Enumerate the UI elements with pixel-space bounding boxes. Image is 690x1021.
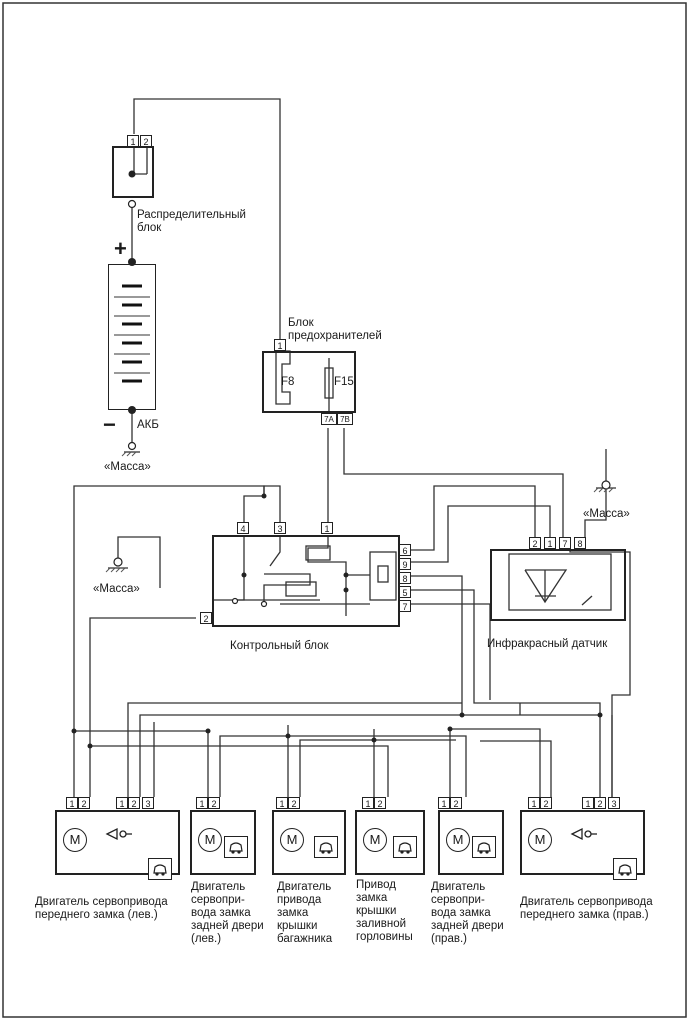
fuse-f15-label: F15 (334, 376, 354, 388)
motor-front-left-pin-4: 2 (128, 797, 140, 809)
key-switch-icon (103, 826, 133, 842)
control-pin-4: 4 (237, 522, 249, 534)
ir-pin-7: 7 (559, 537, 571, 549)
motor-front-left-pin-2: 2 (78, 797, 90, 809)
motor-fuel-cap-pin-2: 2 (374, 797, 386, 809)
car-pictogram-icon (613, 858, 637, 880)
motor-rear-left-pin-2: 2 (208, 797, 220, 809)
fuse-pin-7a: 7A (321, 413, 337, 425)
motor-label-trunk: Двигатель привода замка крышки багажника (277, 881, 333, 945)
fuse-block-label: Блок предохранителей (288, 317, 382, 342)
car-pictogram-icon (148, 858, 172, 880)
motor-rear-right (438, 810, 504, 875)
motor-trunk-pin-2: 2 (288, 797, 300, 809)
motor-rear-right-pin-2: 2 (450, 797, 462, 809)
car-pictogram-icon (472, 836, 496, 858)
ir-pin-1: 1 (544, 537, 556, 549)
motor-symbol: M (363, 828, 387, 852)
motor-front-left-pin-1: 1 (66, 797, 78, 809)
motor-trunk-pin-1: 1 (276, 797, 288, 809)
car-pictogram-icon (224, 836, 248, 858)
distribution-pin-1: 1 (127, 135, 139, 147)
fuse-f8-label: F8 (281, 376, 295, 388)
motor-front-right-pin-2: 2 (540, 797, 552, 809)
motor-trunk (272, 810, 346, 875)
battery-ground-label: «Масса» (104, 461, 151, 473)
control-unit-label: Контрольный блок (230, 640, 329, 652)
fuse-pin-7b: 7B (337, 413, 353, 425)
control-pin-2: 2 (200, 612, 212, 624)
control-unit (212, 535, 400, 627)
ir-pin-8: 8 (574, 537, 586, 549)
motor-label-fuel-cap: Привод замка крышки заливной горловины (356, 879, 413, 943)
motor-symbol: M (446, 828, 470, 852)
battery-minus-sign: − (103, 412, 116, 437)
motor-fuel-cap (355, 810, 425, 875)
ir-sensor (490, 549, 626, 621)
motor-fuel-cap-pin-1: 1 (362, 797, 374, 809)
ir-pin-2: 2 (529, 537, 541, 549)
motor-front-right-pin-4: 2 (594, 797, 606, 809)
control-pin-1: 1 (321, 522, 333, 534)
motor-label-rear-right: Двигатель сервопри- вода замка задней дв… (431, 881, 504, 945)
motor-front-right-pin-5: 3 (608, 797, 620, 809)
control-pin-7: 7 (399, 600, 411, 612)
motor-front-right (520, 810, 645, 875)
control-pin-6: 6 (399, 544, 411, 556)
control-pin-8: 8 (399, 572, 411, 584)
motor-symbol: M (528, 828, 552, 852)
distribution-block (112, 146, 154, 198)
battery (108, 264, 156, 410)
motor-front-right-pin-1: 1 (528, 797, 540, 809)
car-pictogram-icon (314, 836, 338, 858)
ir-sensor-label: Инфракрасный датчик (487, 638, 608, 650)
distribution-pin-2: 2 (140, 135, 152, 147)
control-ground-label: «Масса» (93, 583, 140, 595)
motor-front-left-pin-3: 1 (116, 797, 128, 809)
control-pin-5: 5 (399, 586, 411, 598)
motor-rear-left (190, 810, 256, 875)
distribution-block-label: Распределительный блок (137, 209, 246, 234)
control-pin-9: 9 (399, 558, 411, 570)
motor-label-rear-left: Двигатель сервопри- вода замка задней дв… (191, 881, 264, 945)
motor-symbol: M (63, 828, 87, 852)
motor-rear-right-pin-1: 1 (438, 797, 450, 809)
motor-symbol: M (280, 828, 304, 852)
car-pictogram-icon (393, 836, 417, 858)
ir-ground-label: «Масса» (583, 508, 630, 520)
fuse-top-pin-1: 1 (274, 339, 286, 351)
motor-label-front-right: Двигатель сервопривода переднего замка (… (520, 896, 653, 921)
motor-rear-left-pin-1: 1 (196, 797, 208, 809)
motor-label-front-left: Двигатель сервопривода переднего замка (… (35, 896, 168, 921)
battery-label: АКБ (137, 419, 159, 431)
battery-plus-sign: + (114, 236, 127, 261)
control-pin-3: 3 (274, 522, 286, 534)
fuse-block (262, 351, 356, 413)
motor-symbol: M (198, 828, 222, 852)
motor-front-left-pin-5: 3 (142, 797, 154, 809)
motor-front-left (55, 810, 180, 875)
key-switch-icon (568, 826, 598, 842)
motor-front-right-pin-3: 1 (582, 797, 594, 809)
